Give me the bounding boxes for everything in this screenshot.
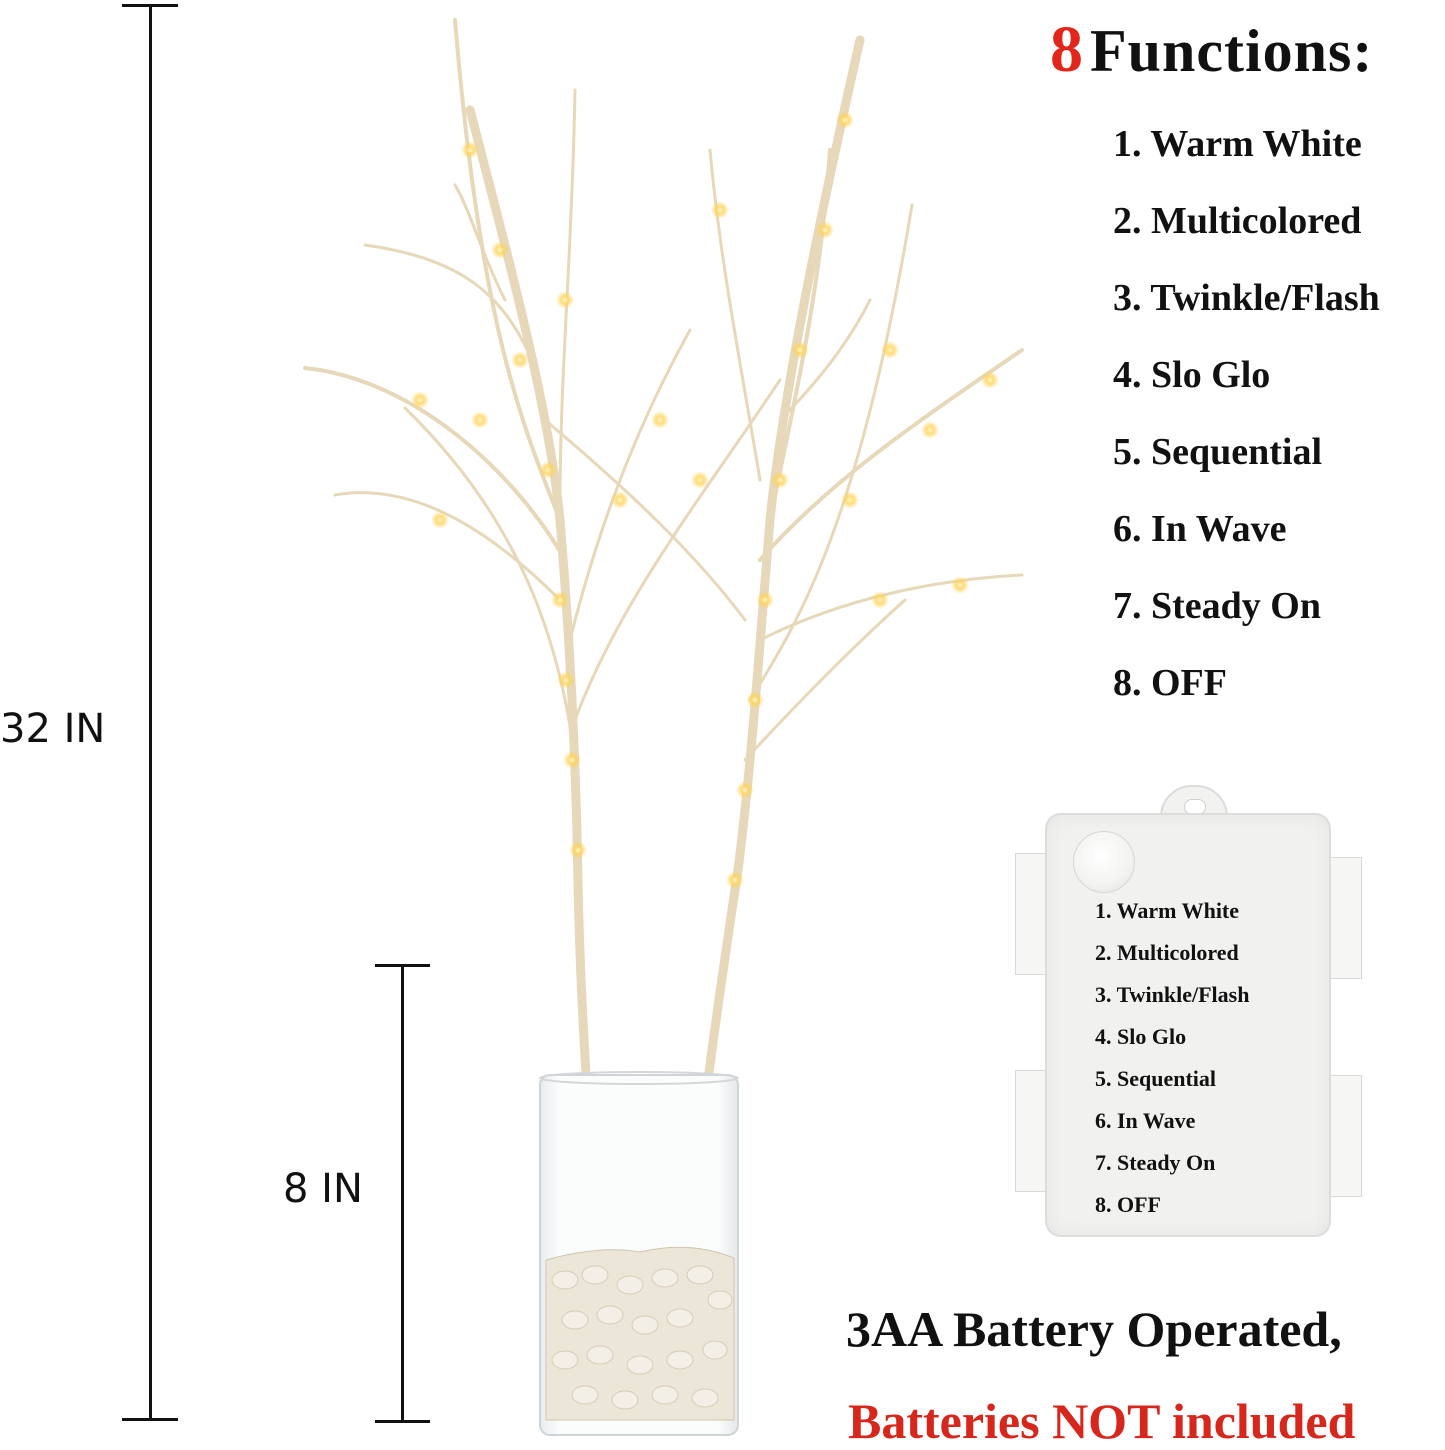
function-item: 6. In Wave (1113, 508, 1287, 550)
function-item: 4. Slo Glo (1113, 354, 1271, 396)
functions-title: Functions: (1090, 18, 1374, 84)
box-function-item: 6. In Wave (1095, 1108, 1196, 1133)
box-function-item: 8. OFF (1095, 1192, 1161, 1217)
batteries-not-included-warning: Batteries NOT included (848, 1393, 1356, 1449)
box-function-item: 5. Sequential (1095, 1066, 1217, 1091)
birch-branch-lights-illustration (303, 18, 1024, 1436)
function-item: 5. Sequential (1113, 431, 1323, 473)
battery-box-body: 1. Warm White 2. Multicolored 3. Twinkle… (1045, 813, 1331, 1237)
dimension-bottom-cap (122, 1418, 178, 1421)
function-item: 7. Steady On (1113, 585, 1321, 627)
functions-count: 8 (1050, 13, 1084, 86)
dimension-label-32in: 32 IN (0, 706, 106, 752)
dimension-line-8in (401, 964, 404, 1422)
power-button[interactable] (1073, 831, 1135, 893)
battery-operated-note: 3AA Battery Operated, (846, 1301, 1342, 1357)
vase-dimension-bottom-cap (375, 1420, 430, 1423)
function-item: 3. Twinkle/Flash (1113, 277, 1380, 319)
function-item: 1. Warm White (1113, 123, 1362, 165)
box-function-item: 4. Slo Glo (1095, 1024, 1187, 1049)
functions-list: 1. Warm White 2. Multicolored 3. Twinkle… (1113, 106, 1380, 722)
function-item: 2. Multicolored (1113, 200, 1362, 242)
box-function-item: 1. Warm White (1095, 898, 1240, 923)
box-function-item: 3. Twinkle/Flash (1095, 982, 1250, 1007)
battery-box-list: 1. Warm White 2. Multicolored 3. Twinkle… (1095, 890, 1249, 1226)
dimension-line-32in (149, 4, 152, 1420)
battery-box: 1. Warm White 2. Multicolored 3. Twinkle… (1015, 785, 1362, 1245)
box-function-item: 7. Steady On (1095, 1150, 1216, 1175)
dimension-label-8in: 8 IN (283, 1166, 363, 1212)
box-function-item: 2. Multicolored (1095, 940, 1239, 965)
function-item: 8. OFF (1113, 662, 1227, 704)
